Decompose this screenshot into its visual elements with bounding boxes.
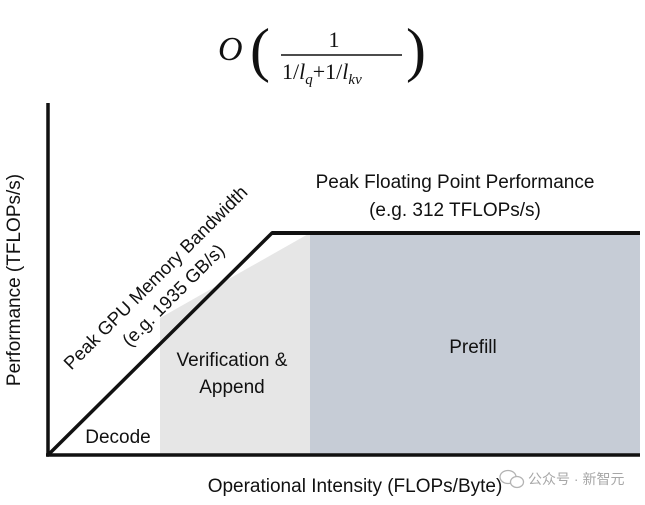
y-axis-label: Performance (TFLOPs/s) — [4, 174, 25, 386]
x-axis-label: Operational Intensity (FLOPs/Byte) — [208, 476, 503, 497]
formula-left-paren: ( — [250, 17, 270, 83]
prefill-region — [310, 233, 640, 455]
memory-bandwidth-roof-line — [46, 231, 274, 457]
compute-roof-label-line1: Peak Floating Point Performance — [316, 172, 595, 193]
formula-big-o: O — [218, 31, 243, 68]
prefill-label: Prefill — [449, 337, 497, 358]
decode-label: Decode — [85, 427, 151, 448]
verification-append-region — [160, 233, 310, 455]
verification-label-line2: Append — [199, 377, 265, 398]
formula-numerator: 1 — [329, 27, 340, 52]
compute-roof-label-line2: (e.g. 312 TFLOPs/s) — [369, 200, 541, 221]
formula-right-paren: ) — [406, 17, 426, 83]
complexity-formula: O ( 1 1/lq+1/lkv ) — [218, 17, 426, 88]
formula-denominator: 1/lq+1/lkv — [282, 59, 362, 88]
watermark: 公众号 · 新智元 — [499, 469, 624, 489]
watermark-text: 公众号 · 新智元 — [528, 471, 624, 487]
wechat-icon — [499, 469, 525, 489]
verification-label-line1: Verification & — [177, 350, 288, 371]
